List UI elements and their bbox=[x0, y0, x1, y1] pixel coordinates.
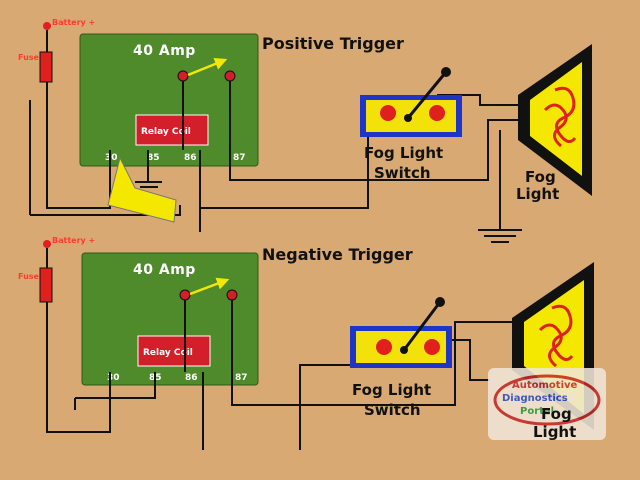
switch-terminal-left bbox=[376, 339, 392, 355]
switch-lever[interactable] bbox=[402, 301, 442, 351]
positive-trigger-section: Battery + Fuse 40 Amp Relay Coil 30 85 8… bbox=[18, 18, 592, 243]
positive-trigger-title: Positive Trigger bbox=[262, 34, 404, 53]
fog-light-label-line2: Light bbox=[516, 185, 559, 203]
watermark-line1: Automotive bbox=[512, 380, 578, 391]
switch-label-line1: Fog Light bbox=[352, 381, 431, 399]
switch-pivot bbox=[404, 114, 412, 122]
battery-terminal-icon bbox=[43, 22, 51, 30]
fuse-icon bbox=[39, 51, 53, 83]
switch-label-line2: Switch bbox=[364, 401, 421, 419]
fog-light-label-line1: Fog bbox=[525, 168, 556, 186]
fuse-label: Fuse bbox=[18, 272, 40, 281]
relay-pin-85: 85 bbox=[147, 153, 160, 163]
negative-trigger-title: Negative Trigger bbox=[262, 245, 413, 264]
wiring bbox=[29, 30, 520, 232]
relay-amp-label: 40 Amp bbox=[133, 43, 196, 59]
switch-terminal-left bbox=[380, 105, 396, 121]
fog-light-filament bbox=[538, 304, 574, 368]
fog-light-label-line1: Fog bbox=[541, 405, 572, 423]
relay-coil bbox=[135, 114, 209, 146]
watermark-line3: Portal bbox=[520, 406, 554, 417]
fuse-label: Fuse bbox=[18, 53, 40, 62]
relay-pin-86: 86 bbox=[184, 153, 197, 163]
relay-contact-arrow bbox=[189, 277, 230, 296]
battery-label: Battery + bbox=[52, 18, 95, 27]
watermark-logo: Automotive Diagnostics Portal bbox=[488, 368, 606, 440]
fuse-icon bbox=[39, 267, 53, 303]
battery-terminal-icon bbox=[43, 240, 51, 248]
relay-coil bbox=[137, 335, 211, 367]
relay-contact-87 bbox=[226, 289, 238, 301]
switch-lever[interactable] bbox=[406, 71, 448, 119]
switch-label-line2: Switch bbox=[374, 164, 431, 182]
spacer bbox=[112, 378, 174, 434]
battery-label: Battery + bbox=[52, 236, 95, 245]
fog-light-label-line2: Light bbox=[533, 423, 576, 441]
highlight-pointer bbox=[107, 156, 177, 223]
relay-contact-common bbox=[177, 70, 189, 82]
relay-pin-30: 30 bbox=[107, 373, 120, 383]
negative-trigger-section: Battery + Fuse 40 Amp Relay Coil 30 85 8… bbox=[18, 236, 606, 450]
relay-contact-arrow bbox=[187, 57, 228, 77]
relay-coil-label: Relay Coil bbox=[143, 348, 193, 358]
relay-pin-30: 30 bbox=[105, 153, 118, 163]
relay-pin-87: 87 bbox=[235, 373, 248, 383]
switch-label-line1: Fog Light bbox=[364, 144, 443, 162]
relay-amp-label: 40 Amp bbox=[133, 262, 196, 278]
switch-terminal-right bbox=[424, 339, 440, 355]
relay-contact-common bbox=[179, 289, 191, 301]
watermark-line2: Diagnostics bbox=[502, 393, 568, 404]
switch-lever-knob[interactable] bbox=[441, 67, 451, 77]
switch-terminal-right bbox=[429, 105, 445, 121]
switch-pivot bbox=[400, 346, 408, 354]
switch-lever-knob[interactable] bbox=[435, 297, 445, 307]
fog-light-filament bbox=[543, 86, 577, 148]
relay-coil-label: Relay Coil bbox=[141, 127, 191, 137]
ground-symbol bbox=[478, 229, 522, 243]
wiring bbox=[46, 248, 512, 450]
relay-pin-87: 87 bbox=[233, 153, 246, 163]
relay-pin-86: 86 bbox=[185, 373, 198, 383]
relay-ground-symbol bbox=[135, 181, 162, 188]
relay-contact-87 bbox=[224, 70, 236, 82]
